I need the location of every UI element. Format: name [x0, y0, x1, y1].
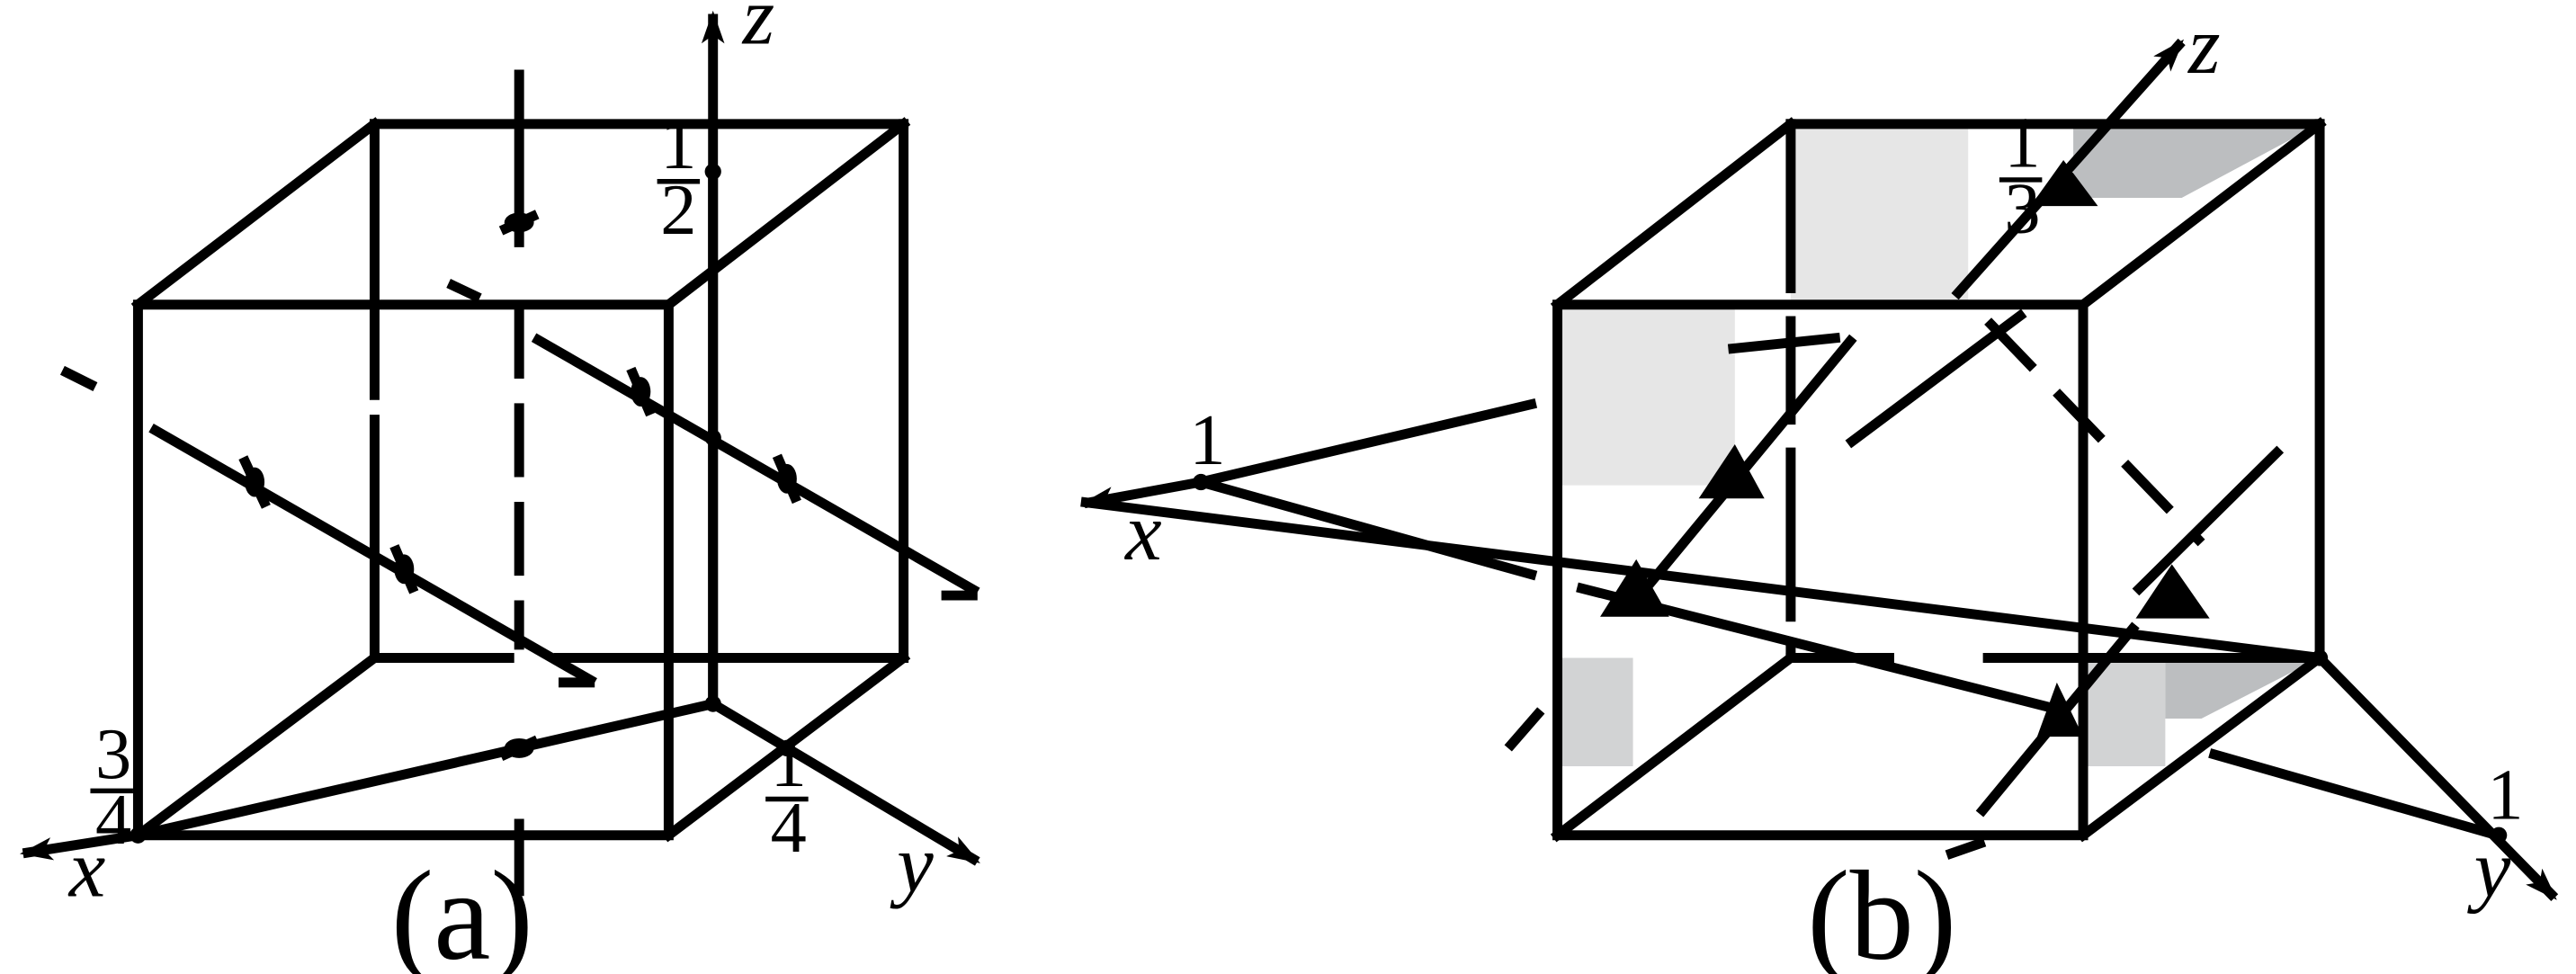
panel-a-y-label: y	[890, 818, 934, 909]
panel-a-y-intercept	[778, 739, 796, 757]
panel-b-shading	[1557, 123, 2321, 767]
svg-text:3: 3	[2004, 168, 2040, 248]
panel-b-plane-traces	[1199, 308, 2499, 860]
panel-b-z-label: z	[2187, 0, 2221, 91]
panel-a-x-axis	[19, 830, 139, 861]
panel-a-plane-traces	[59, 69, 980, 897]
svg-text:3: 3	[95, 714, 131, 794]
svg-text:1: 1	[2004, 103, 2040, 183]
panel-a-y-fraction: 1 4	[765, 722, 809, 868]
panel-a-ticks	[238, 210, 801, 762]
panel-b-x-intercept-label: 1	[1189, 400, 1225, 480]
panel-b-cube	[1550, 117, 2327, 843]
panel-b-markers	[1600, 160, 2210, 737]
panel-b-x-intercept	[1193, 473, 1210, 491]
panel-a-z-label: z	[741, 0, 775, 61]
svg-text:4: 4	[771, 788, 807, 868]
panel-b-x-axis	[1080, 496, 2321, 663]
panel-a-x-fraction: 3 4	[90, 714, 133, 860]
svg-text:1: 1	[660, 104, 696, 184]
panel-b-y-intercept	[2491, 827, 2508, 844]
panel-a-caption: (a)	[391, 844, 533, 974]
panel-a: z x y 1 2 3 4 1 4 (a)	[19, 0, 980, 974]
panel-b-y-label: y	[2467, 823, 2511, 914]
svg-text:4: 4	[95, 780, 131, 860]
panel-b-y-intercept-label: 1	[2487, 755, 2523, 835]
panel-a-x-label: x	[67, 823, 106, 914]
svg-text:1: 1	[771, 722, 807, 802]
svg-text:2: 2	[660, 170, 696, 250]
panel-a-z-intercept	[704, 163, 721, 180]
panel-b-z-fraction: 1 3	[1999, 103, 2043, 248]
panel-b: z x y 1 1 1 3 (b)	[1080, 0, 2559, 974]
panel-b-axes	[1080, 38, 2559, 901]
panel-b-y-axis	[2316, 654, 2559, 901]
panel-b-caption: (b)	[1807, 844, 1956, 974]
panel-b-x-label: x	[1123, 487, 1162, 577]
panel-a-x-intercept	[130, 827, 147, 844]
panel-a-z-fraction: 1 2	[657, 104, 701, 250]
panel-a-y-axis	[710, 699, 980, 866]
